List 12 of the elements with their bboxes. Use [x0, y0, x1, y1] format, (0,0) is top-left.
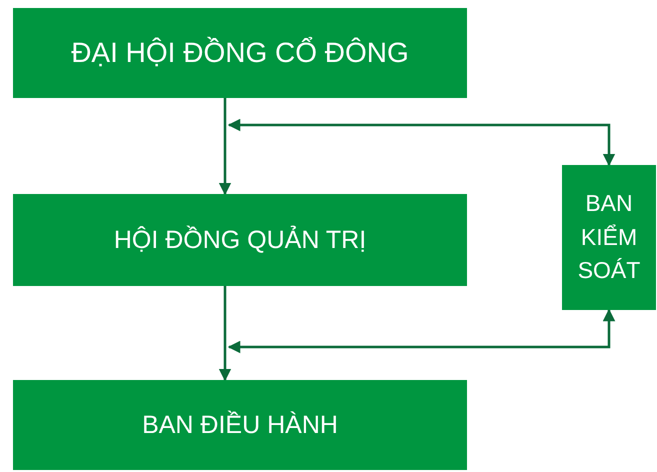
arrow: [228, 118, 616, 166]
arrow: [218, 286, 232, 382]
arrow: [218, 98, 232, 196]
process-box: [562, 165, 656, 310]
box-label: ĐẠI HỘI ĐỒNG CỔ ĐÔNG: [71, 36, 409, 70]
process-box: [13, 8, 467, 98]
process-box: [13, 194, 467, 286]
box-label: HỘI ĐỒNG QUẢN TRỊ: [114, 224, 366, 256]
box-label: BAN ĐIỀU HÀNH: [142, 410, 338, 441]
process-box: [13, 380, 467, 470]
box-label: BAN KIỂM SOÁT: [576, 189, 642, 286]
arrow: [228, 308, 616, 354]
